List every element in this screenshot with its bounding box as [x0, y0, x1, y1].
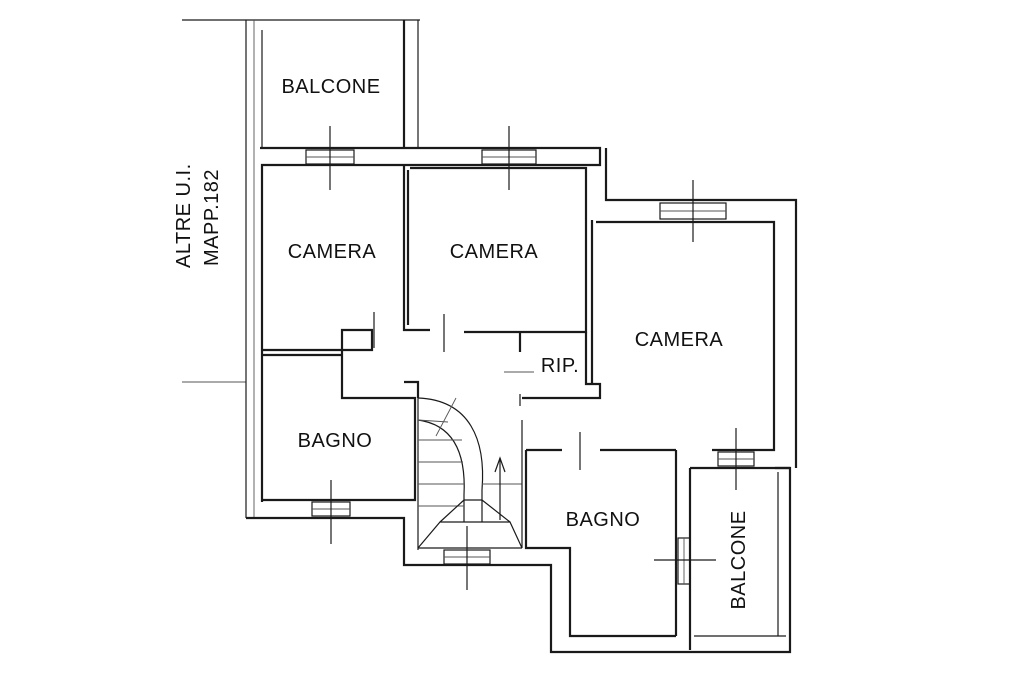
interior-walls	[262, 165, 790, 650]
room-label-balcone-top: BALCONE	[281, 76, 380, 98]
property-boundary	[182, 19, 420, 518]
room-label-ripostiglio: RIP.	[541, 355, 579, 377]
windows	[305, 126, 755, 590]
outer-walls	[246, 20, 798, 654]
room-label-camera-left: CAMERA	[288, 241, 377, 263]
doors	[373, 312, 581, 470]
room-label-bagno-left: BAGNO	[298, 430, 373, 452]
room-label-camera-middle: CAMERA	[450, 241, 539, 263]
outside-label-lower: MAPP.182	[201, 169, 223, 266]
room-label-bagno-right: BAGNO	[566, 509, 641, 531]
room-label-balcone-right: BALCONE	[728, 510, 750, 609]
room-label-camera-right: CAMERA	[635, 329, 724, 351]
staircase	[417, 371, 534, 549]
outside-label-upper: ALTRE U.I.	[173, 163, 195, 268]
